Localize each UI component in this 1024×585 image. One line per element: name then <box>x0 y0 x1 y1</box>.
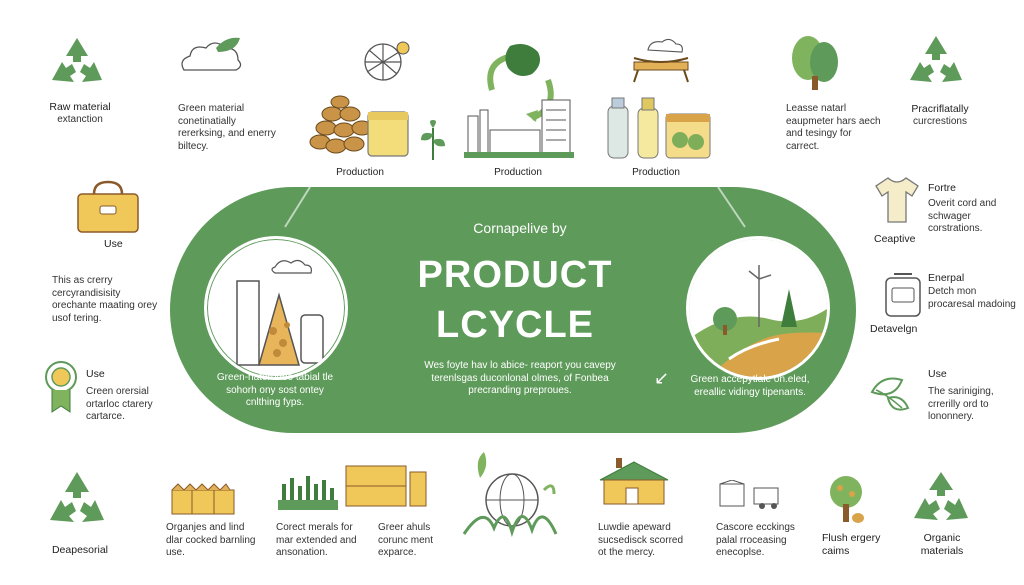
use1-title: Use <box>104 238 123 250</box>
left-circle-caption: Green-naterodbo tabial tle sohorh ony so… <box>216 372 334 408</box>
recycle-icon-3 <box>50 472 104 522</box>
truck-icon <box>719 480 779 509</box>
cascore-text: Cascore ecckings palal rroceasing enecop… <box>716 522 795 558</box>
deap-title: Deapesorial <box>51 544 109 556</box>
right-circle <box>686 236 830 380</box>
center-body: Wes foyte hav lo abice- reaport you cave… <box>424 360 616 396</box>
factory-icon <box>464 44 574 158</box>
bench-icon <box>633 38 689 83</box>
center-subtitle: Cornapelive by <box>473 220 567 236</box>
crate-icon <box>171 483 235 515</box>
windmill-icon <box>364 41 410 81</box>
arrow-icon: ↙ <box>654 368 670 388</box>
production-label-2: Production <box>494 167 542 178</box>
green-text: Green material conetinatially rererksing… <box>178 103 276 152</box>
enerpal-text: Detch mon procaresal madoing <box>928 286 1016 310</box>
left-circle <box>204 236 348 380</box>
center-title-line2: LCYCLE <box>436 304 594 346</box>
right-circle-caption: Green accepytlale on.eled, ereallic vidi… <box>690 374 810 398</box>
prac-title: Pracriflatally <box>911 103 969 115</box>
planters-icon <box>278 476 338 510</box>
recycle-icon <box>52 38 102 82</box>
shopping-bag-icon <box>77 180 139 233</box>
landscape-icon <box>689 239 827 377</box>
production-label-1: Production <box>336 167 384 178</box>
use2-text: Creen orersial ortarloc ctarery cartarce… <box>86 386 153 422</box>
biomass-pellets-icon <box>309 95 373 154</box>
appliance-icon <box>885 273 921 317</box>
bottles-icon <box>607 97 711 159</box>
use1-text: This as crerry cercyrandisisity orechant… <box>52 275 158 324</box>
corect-text: Corect merals for mar extended and anson… <box>276 522 357 558</box>
flush-text: Flush ergery caims <box>822 532 881 557</box>
recycle-icon-2 <box>910 36 962 82</box>
greer-text: Greer ahuls corunc ment exparce. <box>378 522 434 558</box>
center-title-line1: PRODUCT <box>417 254 613 296</box>
organic-text: Organic materials <box>920 532 964 557</box>
capative-title: Ceaptive <box>874 233 916 245</box>
cloud-leaf-icon <box>181 37 242 71</box>
pallet-icon <box>345 465 427 507</box>
raw-title: Raw material <box>49 101 111 113</box>
prac-text: curcrestions <box>913 116 967 127</box>
use-right-title: Use <box>928 368 947 380</box>
pill-connectors <box>284 187 746 228</box>
tree-icon <box>792 36 838 90</box>
apple-tree-icon <box>830 476 864 523</box>
production-objects-icon <box>236 259 324 366</box>
use2-title: Use <box>86 368 105 380</box>
production-label-3: Production <box>632 167 680 178</box>
jar-icon <box>367 111 409 157</box>
luwdie-text: Luwdie apeward sucsedisck scorred ot the… <box>598 522 684 558</box>
globe-plant-icon <box>462 452 558 538</box>
use-right-text: The sariniging, crrerilly ord to lononne… <box>928 386 994 422</box>
sprout-icon <box>421 120 445 160</box>
organjes-text: Organjes and lind dlar cocked barnling u… <box>166 522 256 558</box>
tshirt-icon <box>875 177 919 223</box>
rosette-icon <box>45 361 77 413</box>
forte-text: Overit cord and schwager corstrations. <box>928 198 997 234</box>
raw-text: extanction <box>57 114 103 125</box>
recycle-icon-4 <box>914 472 968 520</box>
forte-title: Fortre <box>928 182 957 194</box>
lease-text: Leasse natarl eaupmeter hars aech and te… <box>786 103 881 152</box>
house-icon <box>599 458 669 505</box>
enerpal-title: Enerpal <box>928 272 965 284</box>
detavelgn-title: Detavelgn <box>870 323 918 335</box>
leaf-sprout-icon <box>870 377 910 411</box>
